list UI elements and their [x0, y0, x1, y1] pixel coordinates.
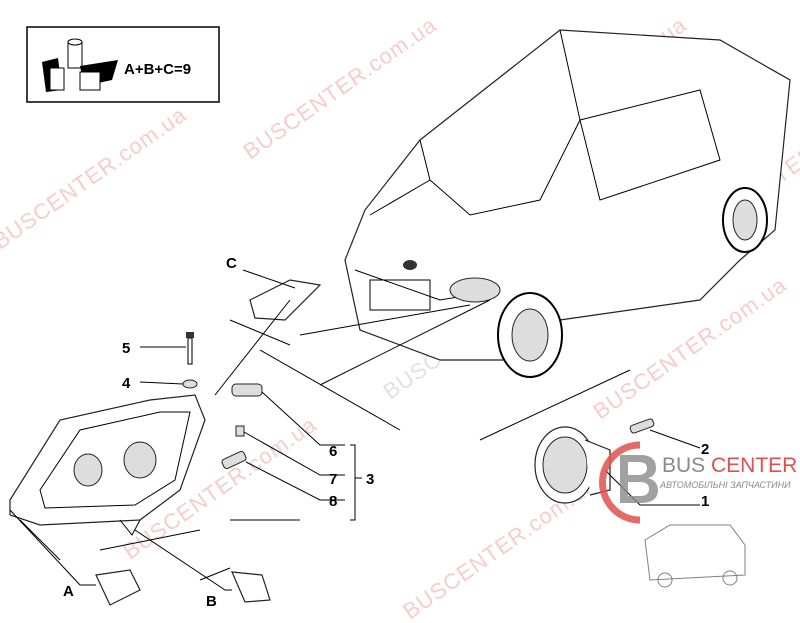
part-b-bracket	[231, 571, 271, 603]
callout-6: 6	[329, 443, 337, 460]
logo-tagline: АВТОМОБІЛЬНІ ЗАПЧАСТИНИ	[659, 480, 791, 490]
callout-5: 5	[122, 340, 130, 357]
van-illustration	[344, 29, 791, 378]
callout-4: 4	[122, 375, 131, 392]
callout-b: B	[206, 593, 217, 610]
part-5-bolt	[186, 332, 194, 365]
callout-3: 3	[366, 471, 374, 488]
kit-box: A+B+C=9	[26, 26, 220, 103]
part-7-bulb	[235, 425, 245, 437]
watermark: BUSCENTER.com.ua	[0, 102, 191, 254]
logo-bus: BUS	[662, 454, 705, 477]
parts-kit-icon	[42, 38, 118, 92]
watermark: BUSCENTER.com.ua	[239, 12, 442, 164]
callout-1: 1	[701, 493, 709, 510]
buscenter-logo: BUS CENTER АВТОМОБІЛЬНІ ЗАПЧАСТИНИ	[599, 441, 797, 588]
logo-center: CENTER	[711, 454, 797, 477]
logo-van-sketch	[644, 524, 746, 588]
callout-a: A	[63, 583, 74, 600]
callout-labels: C 5 4 6 7 3 8 2 1 A B	[63, 255, 709, 610]
callout-8: 8	[329, 493, 337, 510]
logo-b-mark	[620, 455, 658, 503]
part-6-bulb	[231, 383, 263, 397]
leader-lines	[9, 269, 701, 591]
part-8-bulb	[221, 450, 247, 470]
headlamp-assembly	[9, 394, 206, 536]
part-4-washer	[182, 379, 198, 389]
callout-7: 7	[329, 471, 337, 488]
part-c-bracket	[249, 279, 322, 321]
fog-bulb	[629, 418, 655, 434]
callout-2: 2	[701, 441, 709, 458]
part-a-bracket	[95, 569, 141, 606]
callout-c: C	[226, 255, 237, 272]
kit-formula: A+B+C=9	[124, 61, 191, 78]
